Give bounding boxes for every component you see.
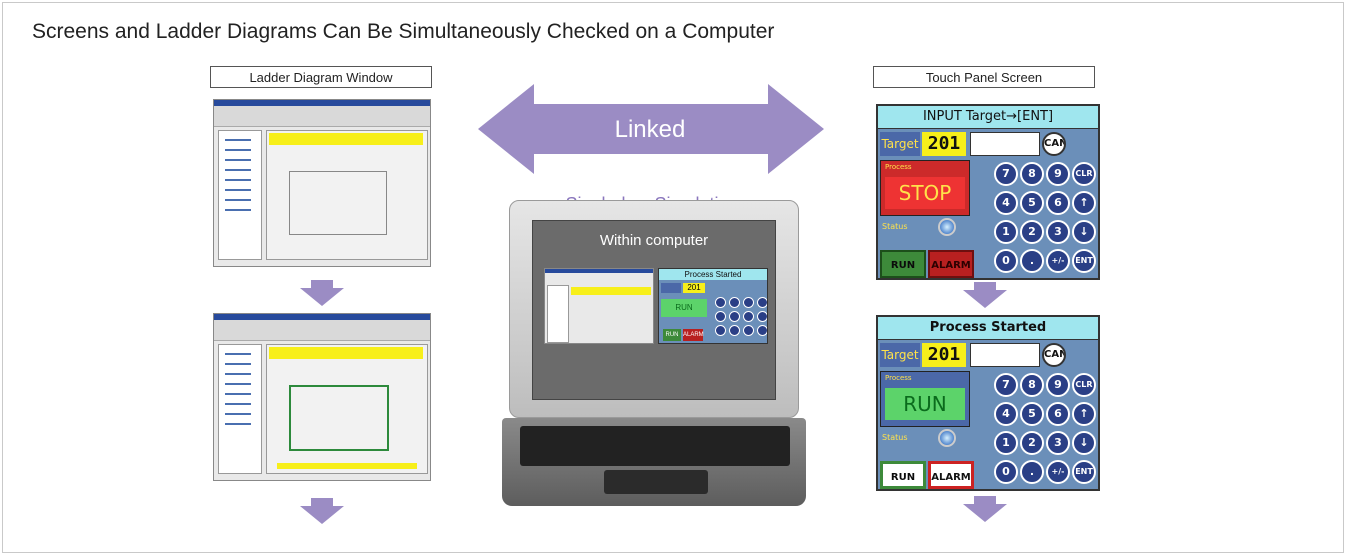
keypad-key: 9 (1046, 373, 1070, 397)
keypad-key: 1 (994, 220, 1018, 244)
keypad-key: 0 (994, 249, 1018, 273)
touch-panel-before: INPUT Target→[ENT] Target 201 CAN Proces… (876, 104, 1100, 280)
keypad-key: . (1020, 460, 1044, 484)
panel1-input-box (970, 132, 1040, 156)
keypad-key: 1 (994, 431, 1018, 455)
keypad-key: 5 (1020, 402, 1044, 426)
keypad-key: ENT (1072, 460, 1096, 484)
laptop-touchpad (604, 470, 708, 494)
panel1-alarm-button: ALARM (928, 250, 974, 278)
panel1-process-box: Process STOP (880, 160, 970, 216)
keypad-key: ↑ (1072, 191, 1096, 215)
panel1-header: INPUT Target→[ENT] (878, 106, 1098, 129)
ladder-window-label: Ladder Diagram Window (210, 66, 432, 88)
panel1-status-lamp (938, 218, 956, 236)
panel1-process-label: Process (885, 163, 912, 171)
panel2-header: Process Started (878, 317, 1098, 340)
keypad-key: 4 (994, 402, 1018, 426)
touch-panel-after: Process Started Target 201 CAN Process R… (876, 315, 1100, 491)
within-computer-label: Within computer (599, 232, 709, 249)
keypad-key: 3 (1046, 431, 1070, 455)
keypad-key: ↓ (1072, 431, 1096, 455)
ladder-diagram-before (213, 99, 431, 267)
keypad-key: 3 (1046, 220, 1070, 244)
panel2-state: RUN (885, 388, 965, 420)
panel1-target-label: Target (880, 132, 920, 156)
panel2-target-label: Target (880, 343, 920, 367)
mini-run-button: RUN (663, 329, 681, 341)
keypad-key: CLR (1072, 373, 1096, 397)
keypad-key: 4 (994, 191, 1018, 215)
mini-panel-header: Process Started (659, 269, 767, 280)
down-arrow-1 (311, 280, 333, 288)
keypad-key: . (1020, 249, 1044, 273)
down-arrow-4-head (963, 504, 1007, 522)
down-arrow-2 (311, 498, 333, 506)
panel2-input-box (970, 343, 1040, 367)
mini-alarm-button: ALARM (683, 329, 704, 341)
down-arrow-3-head (963, 290, 1007, 308)
mini-target-value: 201 (683, 283, 705, 293)
mini-ladder-window (544, 268, 654, 344)
keypad-key: 7 (994, 373, 1018, 397)
page-title: Screens and Ladder Diagrams Can Be Simul… (32, 20, 775, 43)
keypad-key: ENT (1072, 249, 1096, 273)
keypad-key: ↓ (1072, 220, 1096, 244)
linked-double-arrow (478, 84, 824, 174)
panel2-status-label: Status (882, 433, 908, 442)
keypad-key: 8 (1020, 373, 1044, 397)
keypad-key: 6 (1046, 402, 1070, 426)
panel2-run-button: RUN (880, 461, 926, 489)
keypad-key: 8 (1020, 162, 1044, 186)
keypad-key: 6 (1046, 191, 1070, 215)
keypad-key: 7 (994, 162, 1018, 186)
down-arrow-1-head (300, 288, 344, 306)
keypad-key: +/- (1046, 460, 1070, 484)
down-arrow-4 (974, 496, 996, 504)
panel2-process-box: Process RUN (880, 371, 970, 427)
keypad-key: +/- (1046, 249, 1070, 273)
linked-label: Linked (614, 116, 686, 143)
panel1-target-value: 201 (922, 132, 966, 156)
keypad-key: 2 (1020, 431, 1044, 455)
down-arrow-3 (974, 282, 996, 290)
keypad-key: 5 (1020, 191, 1044, 215)
mini-touch-panel: Process Started 201 RUN RUN ALARM (658, 268, 768, 344)
keypad-key: CLR (1072, 162, 1096, 186)
keypad-key: 2 (1020, 220, 1044, 244)
mini-state: RUN (661, 299, 707, 317)
down-arrow-2-head (300, 506, 344, 524)
panel2-cancel-key: CAN (1042, 343, 1066, 367)
keypad-key: 0 (994, 460, 1018, 484)
ladder-diagram-after (213, 313, 431, 481)
touch-panel-label: Touch Panel Screen (873, 66, 1095, 88)
panel1-cancel-key: CAN (1042, 132, 1066, 156)
panel2-process-label: Process (885, 374, 912, 382)
panel1-run-button: RUN (880, 250, 926, 278)
panel2-status-lamp (938, 429, 956, 447)
panel1-state: STOP (885, 177, 965, 209)
panel2-target-value: 201 (922, 343, 966, 367)
panel1-status-label: Status (882, 222, 908, 231)
keypad-key: 9 (1046, 162, 1070, 186)
keypad-key: ↑ (1072, 402, 1096, 426)
laptop-keyboard (520, 426, 790, 466)
panel2-alarm-button: ALARM (928, 461, 974, 489)
